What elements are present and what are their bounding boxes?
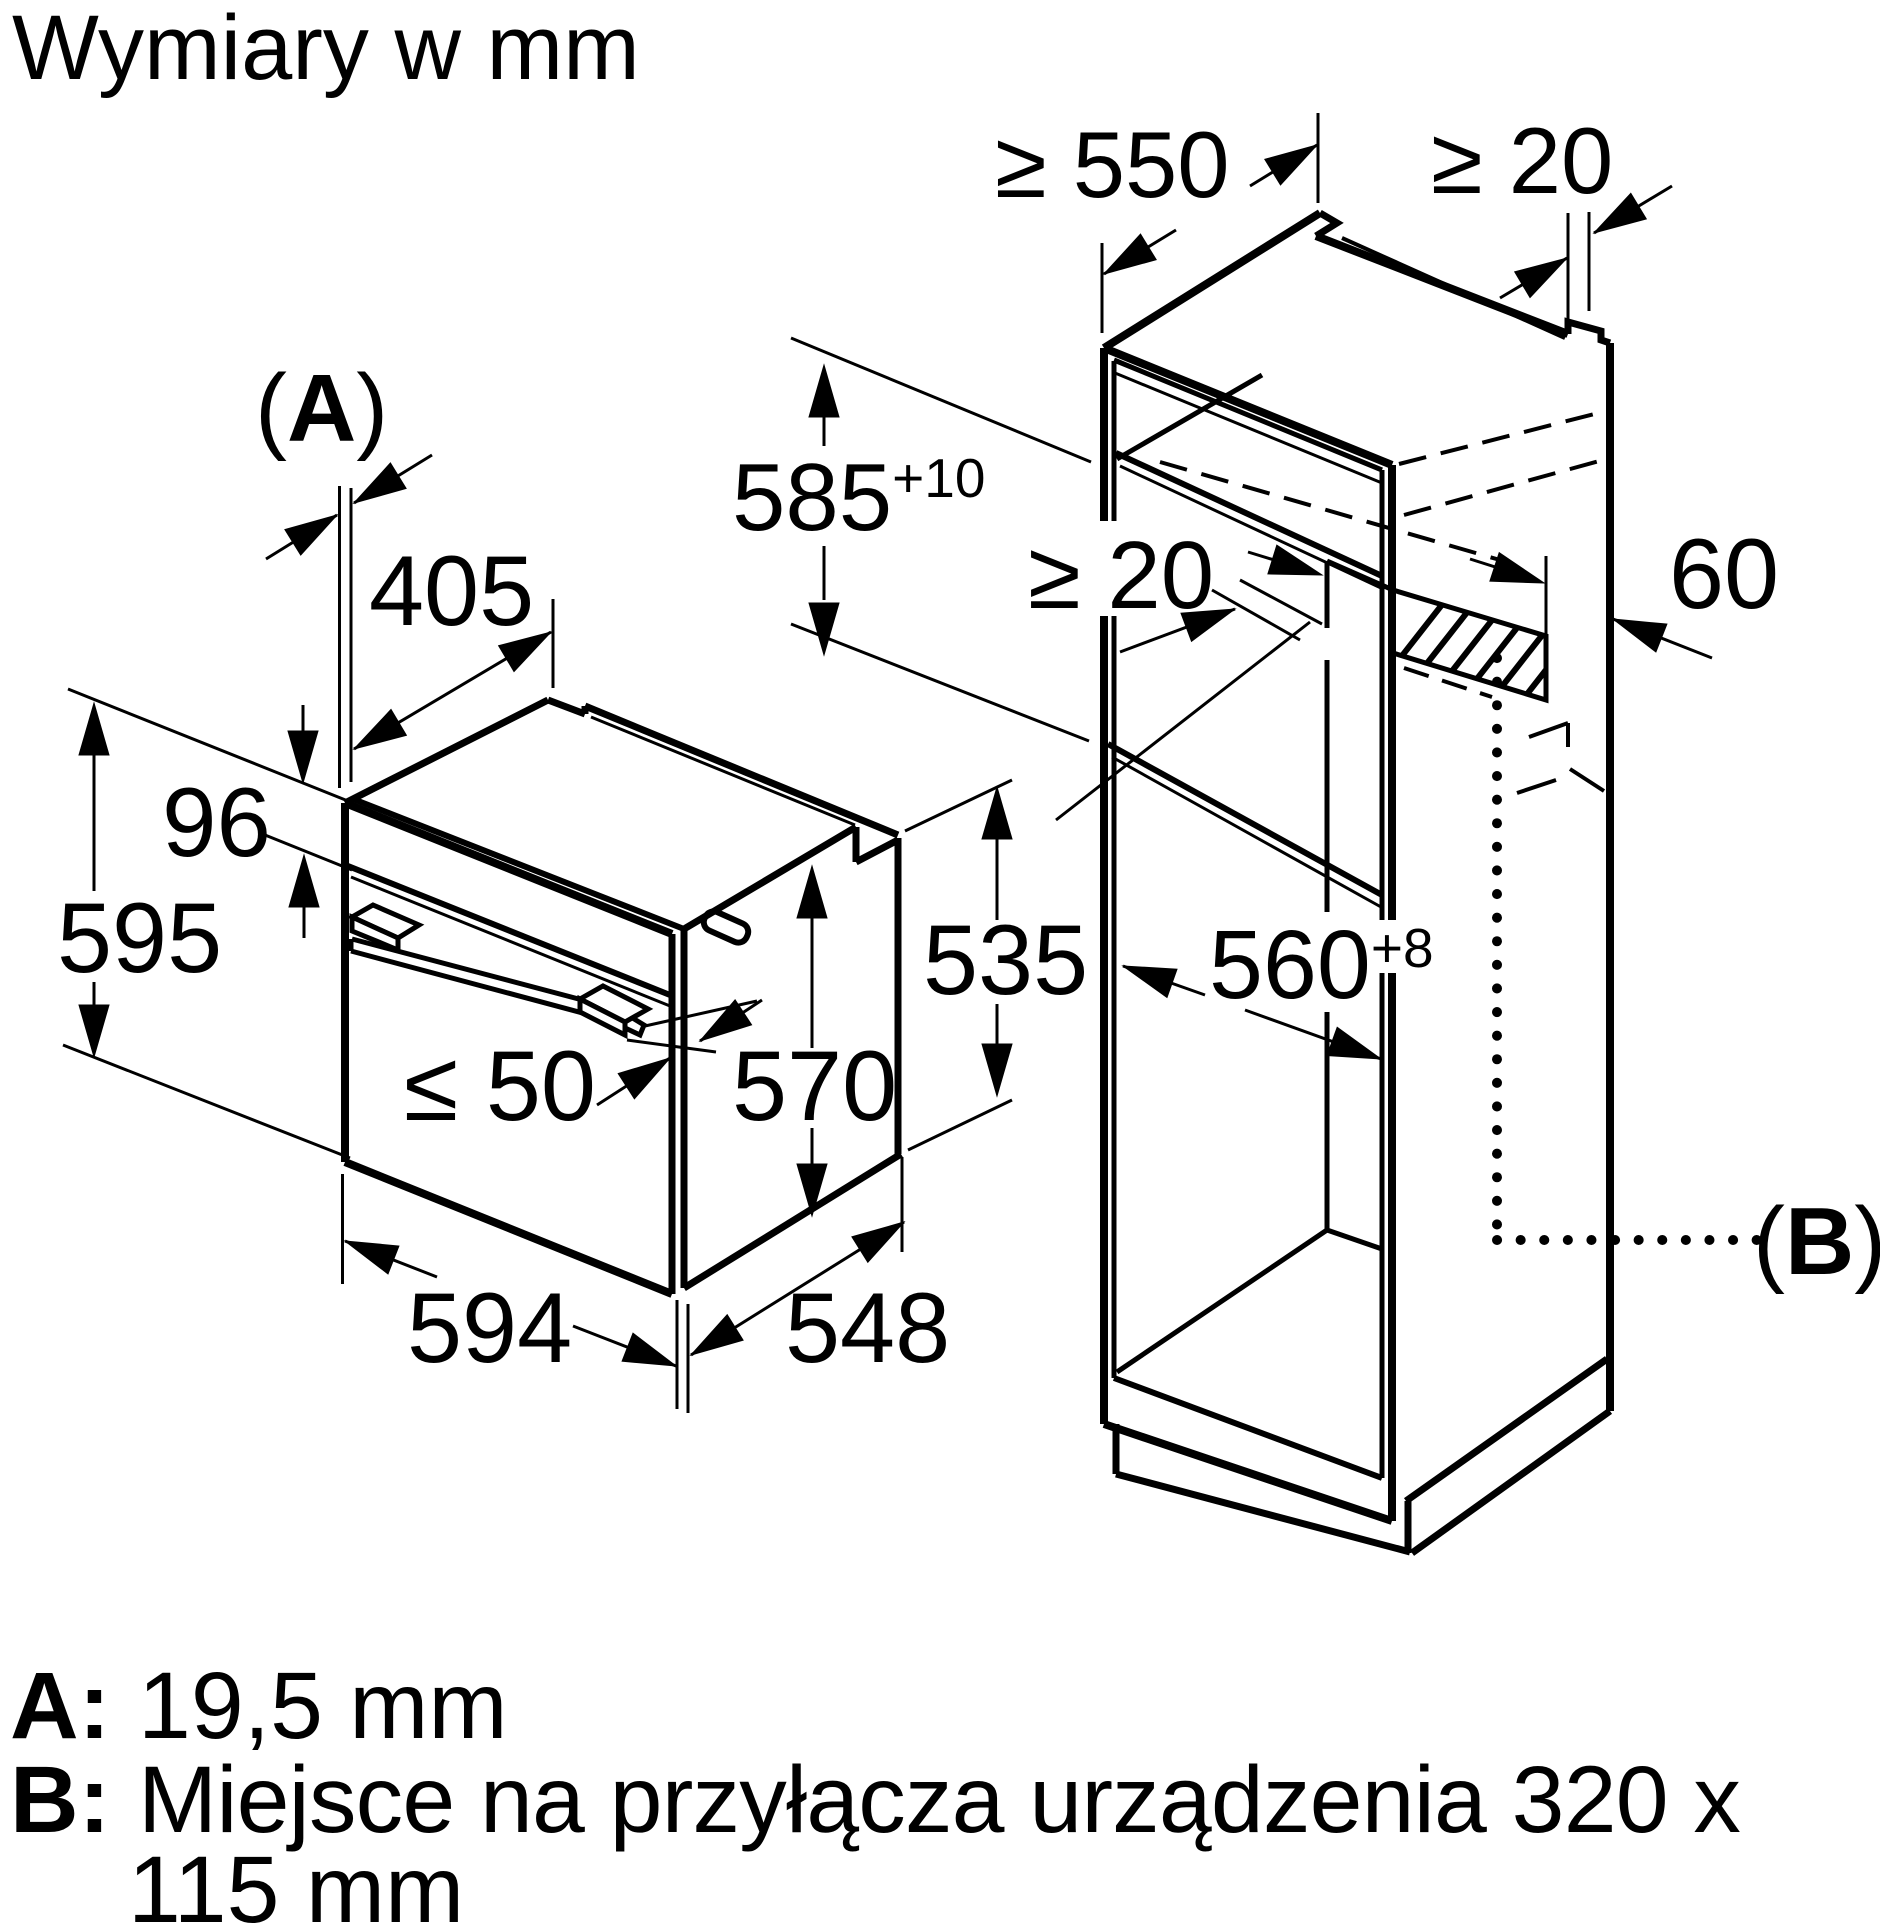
svg-text:570: 570 — [732, 1030, 897, 1141]
svg-text:≥ 20: ≥ 20 — [1028, 522, 1214, 629]
svg-text:548: 548 — [785, 1272, 950, 1383]
svg-text:(A): (A) — [255, 355, 388, 462]
svg-text:Wymiary w mm: Wymiary w mm — [12, 0, 640, 99]
svg-text:B:Miejsce na przyłącza urządze: B:Miejsce na przyłącza urządzenia 320 x — [10, 1747, 1740, 1853]
svg-text:405: 405 — [369, 535, 534, 646]
svg-text:115 mm: 115 mm — [128, 1837, 464, 1928]
svg-text:60: 60 — [1669, 518, 1779, 629]
svg-text:≥ 550: ≥ 550 — [995, 112, 1230, 217]
svg-text:A:19,5 mm: A:19,5 mm — [10, 1653, 508, 1759]
svg-text:585+10: 585+10 — [732, 444, 985, 551]
svg-text:535: 535 — [923, 904, 1088, 1015]
svg-text:≤ 50: ≤ 50 — [404, 1030, 596, 1141]
svg-text:96: 96 — [162, 767, 271, 877]
svg-text:≥ 20: ≥ 20 — [1431, 108, 1613, 213]
svg-text:595: 595 — [57, 882, 222, 993]
svg-text:594: 594 — [407, 1272, 572, 1383]
svg-text:(B): (B) — [1753, 1188, 1880, 1295]
